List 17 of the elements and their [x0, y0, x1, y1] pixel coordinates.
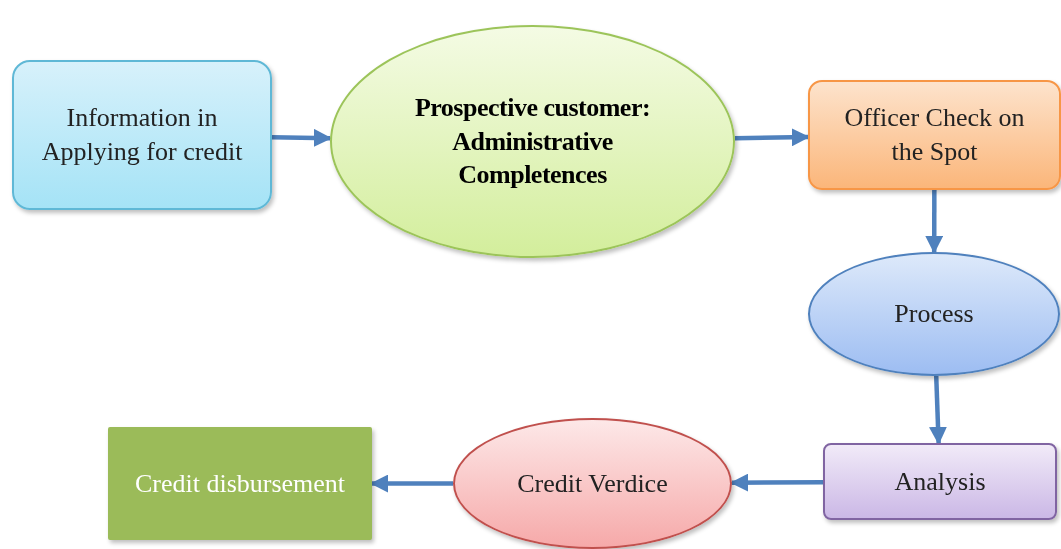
arrow — [370, 474, 453, 493]
process-box — [108, 427, 372, 540]
arrow — [271, 128, 332, 147]
node-label: Credit disbursement — [134, 467, 346, 500]
arrow — [730, 473, 823, 492]
arrow — [925, 190, 944, 254]
arrow — [929, 375, 948, 445]
process-box — [808, 80, 1061, 190]
node-label: Process — [894, 298, 974, 331]
arrow — [734, 128, 810, 147]
process-box — [823, 443, 1057, 520]
node-label: Credit Verdice — [517, 467, 668, 500]
node-label: Prospective customer: Administrative Completences — [413, 91, 652, 192]
process-box — [12, 60, 272, 210]
node-label: Analysis — [894, 465, 986, 498]
node-label: Officer Check on the Spot — [843, 102, 1026, 168]
node-label: Information in Applying for credit — [40, 102, 244, 168]
